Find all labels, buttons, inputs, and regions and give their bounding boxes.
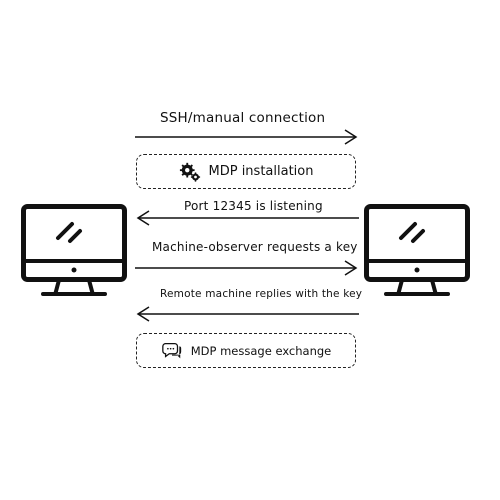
key-reply-label: Remote machine replies with the key [160,288,363,300]
key-request-label: Machine-observer requests a key [152,240,358,254]
mdp-message-exchange-box: MDP message exchange [136,333,356,368]
chat-bubbles-icon [161,342,181,358]
right-computer-monitor-icon [364,204,470,296]
mdp-message-exchange-label: MDP message exchange [190,343,332,358]
left-arrow [135,210,359,226]
right-arrow [135,260,359,276]
ssh-connection-label: SSH/manual connection [160,110,326,126]
mdp-installation-label: MDP installation [208,164,314,179]
gears-icon [179,162,200,182]
mdp-installation-box: MDP installation [136,154,356,189]
left-arrow [135,306,359,322]
right-arrow [135,129,359,145]
left-computer-monitor-icon [21,204,127,296]
port-listening-label: Port 12345 is listening [184,199,323,213]
